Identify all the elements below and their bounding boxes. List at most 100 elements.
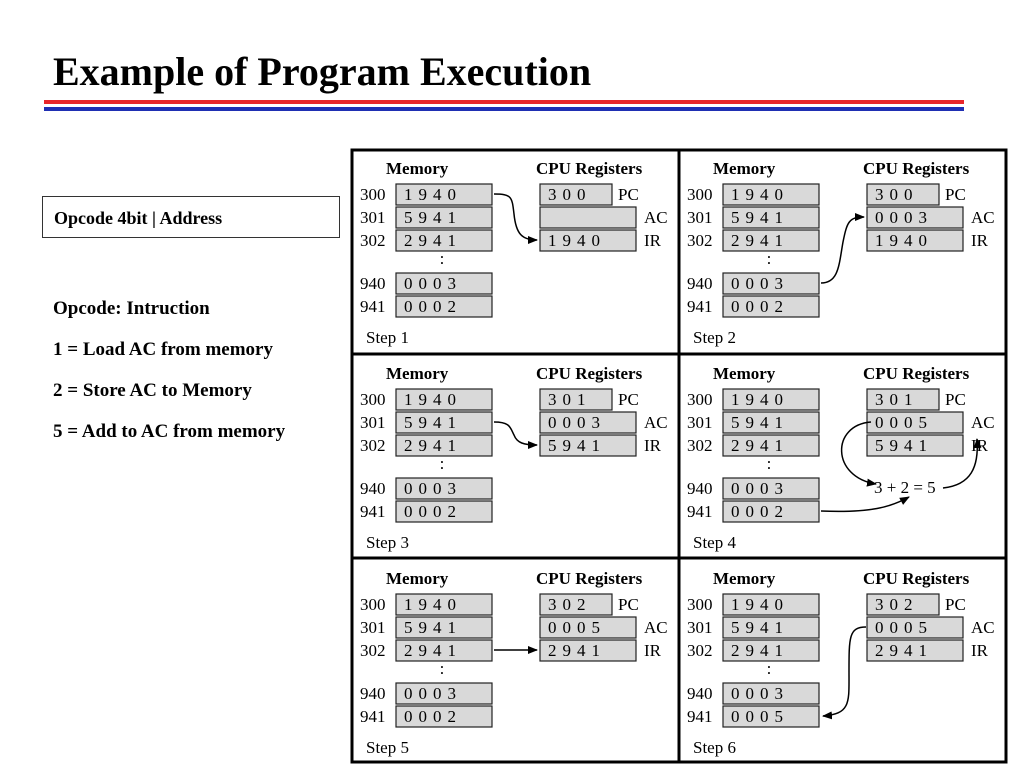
step-label: Step 3 <box>366 533 409 552</box>
ir-value: 5941 <box>548 436 606 455</box>
ac-value: 0003 <box>548 413 606 432</box>
memory-header: Memory <box>386 364 449 383</box>
memory-value-940: 0003 <box>404 274 462 293</box>
legend-opcode-2: 2 = Store AC to Memory <box>53 380 252 401</box>
legend-opcode-5: 5 = Add to AC from memory <box>53 421 286 442</box>
slide-title: Example of Program Execution <box>53 49 592 94</box>
memory-cell-940 <box>722 272 820 295</box>
pc-register <box>866 593 940 616</box>
ir-label: IR <box>644 436 662 455</box>
memory-value-301: 5941 <box>404 413 462 432</box>
memory-address-940: 940 <box>687 479 713 498</box>
memory-cell-300 <box>722 183 820 206</box>
memory-cell-300 <box>722 388 820 411</box>
memory-value-940: 0003 <box>731 274 789 293</box>
memory-ellipsis: : <box>440 454 445 473</box>
memory-header: Memory <box>386 569 449 588</box>
memory-value-300: 1940 <box>404 185 462 204</box>
memory-address-941: 941 <box>687 707 713 726</box>
memory-cell-940 <box>395 272 493 295</box>
memory-value-941: 0002 <box>404 297 462 316</box>
pc-register <box>866 388 940 411</box>
ac-value: 0005 <box>548 618 606 637</box>
memory-address-301: 301 <box>687 413 713 432</box>
ac-value: 0005 <box>875 413 933 432</box>
memory-cell-301 <box>395 411 493 434</box>
memory-value-941: 0002 <box>404 707 462 726</box>
memory-cell-300 <box>395 183 493 206</box>
memory-address-302: 302 <box>360 436 386 455</box>
memory-address-302: 302 <box>360 641 386 660</box>
memory-address-941: 941 <box>360 502 386 521</box>
memory-cell-940 <box>722 682 820 705</box>
ir-register <box>539 229 637 252</box>
pc-register <box>539 593 613 616</box>
memory-cell-302 <box>395 434 493 457</box>
memory-value-941: 0002 <box>731 502 789 521</box>
memory-cell-941 <box>722 705 820 728</box>
memory-value-301: 5941 <box>731 208 789 227</box>
memory-address-301: 301 <box>360 208 386 227</box>
ac-register <box>866 206 964 229</box>
ir-register <box>866 434 964 457</box>
memory-address-940: 940 <box>360 684 386 703</box>
ir-value: 5941 <box>875 436 933 455</box>
memory-cell-940 <box>722 477 820 500</box>
ac-register <box>866 616 964 639</box>
memory-address-302: 302 <box>360 231 386 250</box>
ir-register <box>539 639 637 662</box>
memory-value-940: 0003 <box>731 684 789 703</box>
memory-value-300: 1940 <box>404 595 462 614</box>
memory-value-300: 1940 <box>404 390 462 409</box>
memory-ellipsis: : <box>767 249 772 268</box>
ir-label: IR <box>644 231 662 250</box>
memory-cell-301 <box>395 616 493 639</box>
pc-register <box>866 183 940 206</box>
memory-cell-302 <box>722 229 820 252</box>
memory-address-940: 940 <box>360 479 386 498</box>
memory-cell-940 <box>395 682 493 705</box>
cpu-registers-header: CPU Registers <box>863 364 970 383</box>
ac-label: AC <box>644 618 668 637</box>
memory-cell-302 <box>722 639 820 662</box>
memory-cell-302 <box>395 229 493 252</box>
ir-value: 1940 <box>875 231 933 250</box>
addition-note: 3 + 2 = 5 <box>874 478 936 497</box>
memory-cell-301 <box>722 206 820 229</box>
cpu-registers-header: CPU Registers <box>536 364 643 383</box>
memory-value-301: 5941 <box>731 618 789 637</box>
pc-label: PC <box>618 185 639 204</box>
title-rule-blue <box>44 107 964 111</box>
memory-value-300: 1940 <box>731 390 789 409</box>
pc-value: 301 <box>875 390 919 409</box>
ir-value: 2941 <box>875 641 933 660</box>
memory-address-300: 300 <box>687 390 713 409</box>
memory-address-302: 302 <box>687 231 713 250</box>
memory-cell-941 <box>395 295 493 318</box>
ac-label: AC <box>644 413 668 432</box>
memory-address-301: 301 <box>360 618 386 637</box>
memory-value-940: 0003 <box>404 479 462 498</box>
data-flow-arrow <box>493 421 538 449</box>
ir-label: IR <box>971 436 989 455</box>
cpu-registers-header: CPU Registers <box>536 569 643 588</box>
ac-value: 0003 <box>875 208 933 227</box>
title-rule-red <box>44 100 964 104</box>
memory-value-941: 0002 <box>404 502 462 521</box>
memory-cell-300 <box>395 593 493 616</box>
memory-cell-940 <box>395 477 493 500</box>
memory-address-300: 300 <box>687 185 713 204</box>
memory-value-941: 0002 <box>731 297 789 316</box>
memory-address-300: 300 <box>360 595 386 614</box>
memory-ellipsis: : <box>440 249 445 268</box>
pc-value: 302 <box>875 595 919 614</box>
legend-opcode-1: 1 = Load AC from memory <box>53 339 273 360</box>
memory-address-941: 941 <box>360 707 386 726</box>
data-flow-arrow <box>820 213 865 284</box>
pc-label: PC <box>618 595 639 614</box>
memory-value-300: 1940 <box>731 185 789 204</box>
memory-address-300: 300 <box>687 595 713 614</box>
ac-label: AC <box>971 208 995 227</box>
pc-value: 300 <box>875 185 919 204</box>
pc-register <box>539 388 613 411</box>
